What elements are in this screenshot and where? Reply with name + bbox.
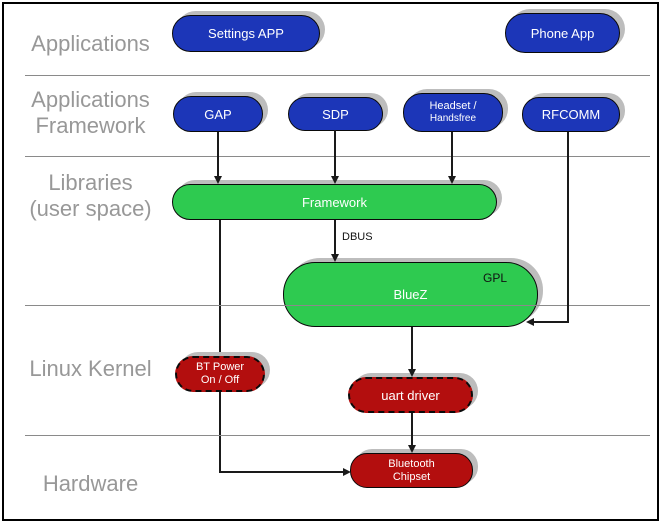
arrowhead-gap-to-framework [214,176,222,184]
arrowhead-framework-to-chipset [343,468,351,476]
arrowhead-headset-to-framework [448,176,456,184]
layer-label-line: Framework [35,113,146,138]
separator-kernel-hardware [25,435,650,436]
node-label: GAP [204,106,232,122]
node-uart-driver: uart driver [348,377,473,413]
edge-label-dbus: DBUS [342,231,373,243]
node-bluetooth-chipset: Bluetooth Chipset [350,453,473,488]
arrowhead-framework-to-bluez [331,254,339,262]
layer-label-applications-framework: Applications Framework [8,87,173,139]
edge-rfcomm-to-bluez [533,321,569,323]
node-label: RFCOMM [541,107,601,122]
node-label: Headset / [429,100,477,112]
arrowhead-uart-to-chipset [408,445,416,453]
node-label: Framework [301,194,367,210]
node-bluez: BlueZ [283,262,538,327]
node-label: BT Power [195,361,245,373]
layer-label-linux-kernel: Linux Kernel [8,356,173,382]
edge-bluez-to-uart [411,327,413,371]
arrowhead-bluez-to-uart [408,369,416,377]
node-settings-app: Settings APP [172,15,320,52]
node-label: BlueZ [393,287,428,302]
layer-label-applications: Applications [8,31,173,57]
node-bt-power: BT Power On / Off [175,356,265,392]
node-label: SDP [322,106,349,122]
edge-headset-to-framework [451,132,453,178]
node-headset-handsfree: Headset / Handsfree [403,93,503,132]
node-sdp: SDP [288,97,383,131]
layer-label-line: Hardware [42,471,139,496]
node-label: Settings APP [208,26,284,41]
node-label: uart driver [381,387,440,403]
node-label: Chipset [392,470,431,483]
arrowhead-rfcomm-to-bluez [526,318,534,326]
layer-label-hardware: Hardware [8,471,173,497]
separator-applications-framework [25,75,650,76]
node-label: On / Off [200,374,240,386]
layer-label-line: (user space) [29,196,152,221]
edge-framework-to-chipset-right [219,471,344,473]
layer-label-libraries: Libraries (user space) [8,170,173,222]
edge-gap-to-framework [217,132,219,178]
node-label: Phone App [530,25,595,41]
node-rfcomm: RFCOMM [522,97,620,132]
edge-rfcomm-down [567,132,569,323]
arrowhead-sdp-to-framework [331,176,339,184]
node-label: Bluetooth [388,457,435,470]
separator-framework-libraries [25,156,650,157]
bluez-gpl-tag: GPL [483,271,508,285]
layer-label-line: Libraries [48,170,133,195]
edge-framework-to-bluez [334,220,336,256]
node-label: Handsfree [429,113,477,124]
layer-label-line: Linux Kernel [29,356,152,381]
separator-libraries-kernel [25,305,650,306]
node-gap: GAP [173,96,263,132]
edge-uart-to-chipset [411,413,413,447]
edge-framework-to-chipset-down [219,220,221,473]
edge-sdp-to-framework [334,130,336,178]
layer-label-line: Applications [31,87,150,112]
node-phone-app: Phone App [505,13,620,53]
node-framework: Framework [172,184,497,220]
layer-label-line: Applications [31,31,150,56]
